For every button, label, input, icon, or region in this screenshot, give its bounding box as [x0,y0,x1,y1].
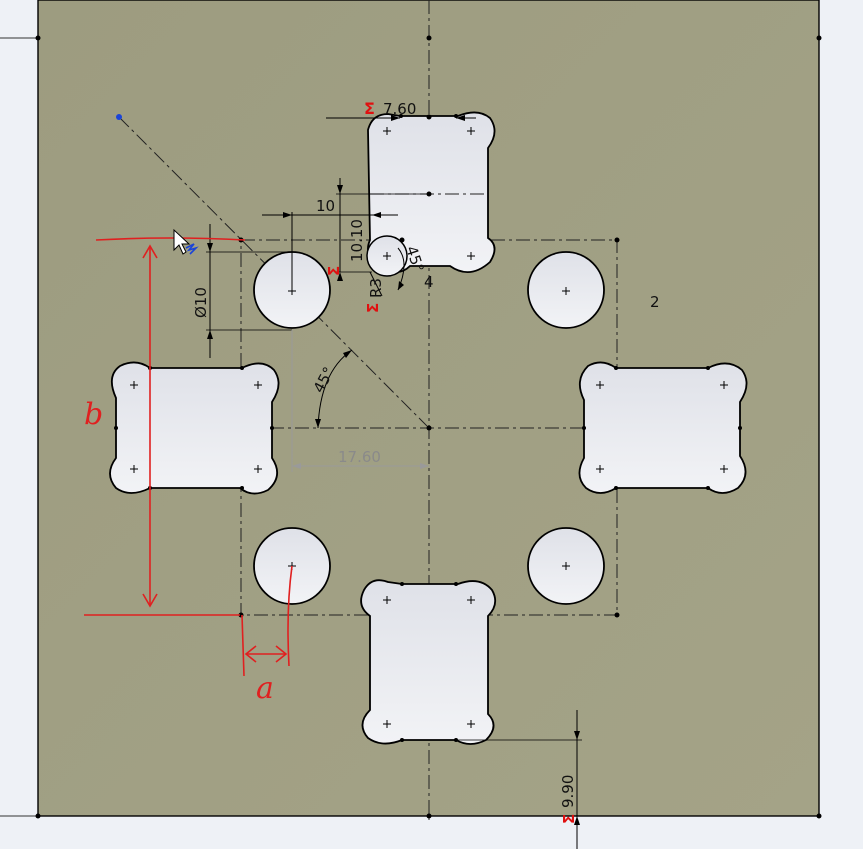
bottom-slot[interactable] [360,579,497,745]
dim-slot-gap[interactable]: 10.10 [336,178,429,281]
relation-icon [185,243,199,255]
dim-width-top[interactable]: 7.60 [326,100,476,121]
dim-bottom-offset[interactable]: 9.90 [458,710,582,849]
relation-icon-bottom[interactable]: Σ [560,814,578,824]
handwritten-annotations [84,237,293,677]
dim-horizontal-offset-label: 17.60 [338,448,381,466]
dim-diameter-label: Ø10 [192,287,210,318]
handwritten-b: b [84,397,103,432]
dim-slot-gap-label: 10.10 [348,219,366,262]
dim-slot-offset[interactable]: 10 [262,197,398,290]
dim-slot-offset-label: 10 [316,197,335,215]
label-2: 2 [650,293,660,311]
dim-width-top-label: 7.60 [383,100,416,118]
relation-icon-top[interactable]: Σ [364,99,375,118]
endpoint-selected[interactable] [116,114,122,120]
handwritten-a: a [256,671,274,706]
dim-fillet[interactable]: R3 [367,271,385,298]
top-slot[interactable] [367,111,496,274]
left-slot[interactable] [109,361,280,495]
label-4: 4 [424,273,434,291]
right-slot[interactable] [578,361,748,494]
relation-icon-fillet[interactable]: Σ [364,303,382,313]
dim-bottom-offset-label: 9.90 [559,775,577,808]
relation-markers[interactable]: Σ Σ Σ Σ [325,99,578,824]
relation-icon-slot[interactable]: Σ [325,266,343,276]
center-marks [130,127,728,728]
dim-horizontal-offset[interactable]: 17.60 [291,330,429,472]
dim-diameter[interactable]: Ø10 [192,224,292,358]
arrow-cursor-icon [173,228,191,255]
dim-fillet-label: R3 [367,278,385,298]
